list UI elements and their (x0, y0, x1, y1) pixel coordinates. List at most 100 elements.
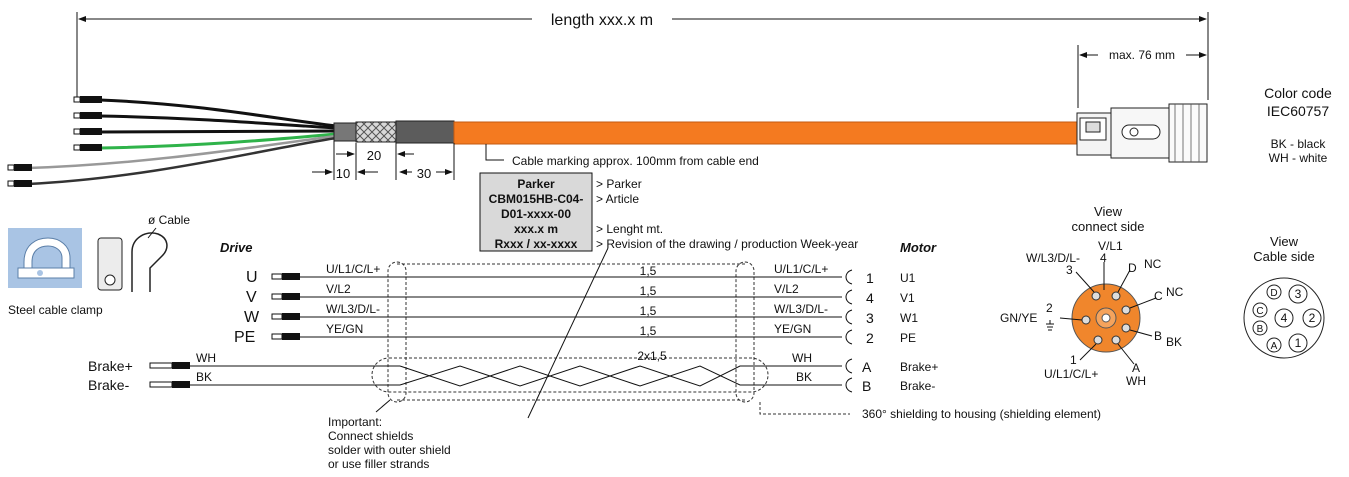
drive-brake-minus: Brake- (88, 377, 130, 393)
motor-brake-plus: Brake+ (900, 360, 938, 374)
wire-row-v: V V/L2 1,5 V/L2 4 V1 (246, 282, 915, 306)
cv-d: D (1128, 261, 1137, 275)
drive-u: U (246, 269, 258, 286)
motor-title: Motor (900, 240, 937, 255)
cable-pin-circle (1302, 308, 1322, 328)
shield-note: 360° shielding to housing (shielding ele… (862, 407, 1101, 421)
dim-10-label: 10 (336, 166, 350, 181)
label-note-length: > Lenght mt. (596, 222, 663, 236)
motor-u: U1 (900, 271, 916, 285)
color-code-title: Color code (1264, 85, 1332, 101)
cv-bk: BK (1166, 335, 1182, 349)
left-code-brake-minus: BK (196, 370, 212, 384)
color-code-standard: IEC60757 (1267, 103, 1329, 119)
label-line-2: CBM015HB-C04- (489, 192, 584, 206)
right-code-u: U/L1/C/L+ (774, 262, 828, 276)
pin-pe: 2 (866, 330, 874, 346)
cable-pin-label: D (1270, 288, 1277, 299)
left-code-brake-plus: WH (196, 351, 216, 365)
motor-brake-minus: Brake- (900, 379, 935, 393)
cv-pin2: 2 (1046, 301, 1053, 315)
right-code-brake-minus: BK (796, 370, 812, 384)
cable-pin-label: 1 (1295, 336, 1302, 350)
color-code-white: WH - white (1269, 151, 1328, 165)
cv-nc2: NC (1166, 285, 1184, 299)
cv-wl3: W/L3/D/L- (1026, 251, 1080, 265)
cable-marking-text: Cable marking approx. 100mm from cable e… (512, 154, 759, 168)
dim-30-label: 30 (417, 166, 431, 181)
cross-v: 1,5 (640, 284, 657, 298)
label-line-3: D01-xxxx-00 (501, 207, 571, 221)
cable-wires (7, 96, 337, 187)
cv-pin3: 3 (1066, 263, 1073, 277)
pin-w: 3 (866, 310, 874, 326)
motor-v: V1 (900, 291, 915, 305)
cable-pin-circle (1266, 337, 1282, 353)
clamp-cable-label: ø Cable (148, 213, 190, 227)
cable-marking-note: Cable marking approx. 100mm from cable e… (485, 144, 759, 168)
connect-side-view: View connect side V/L1 4 W/L3/D/L- 3 D N… (1000, 204, 1184, 388)
cross-w: 1,5 (640, 304, 657, 318)
cv-c: C (1154, 289, 1163, 303)
pin-brake-minus: B (862, 378, 871, 394)
wire-row-pe: PE YE/GN 1,5 YE/GN 2 PE (234, 322, 916, 346)
cv-vl1: V/L1 (1098, 239, 1123, 253)
connect-view-title-2: connect side (1072, 219, 1145, 234)
cable-sleeve (453, 121, 1080, 145)
cable-pin-label: 2 (1309, 311, 1316, 325)
connect-view-title-1: View (1094, 204, 1123, 219)
pin-v: 4 (866, 290, 874, 306)
cable-view-title-1: View (1270, 234, 1299, 249)
left-code-pe: YE/GN (326, 322, 363, 336)
drive-w: W (244, 309, 260, 326)
important-line-3: solder with outer shield (328, 443, 451, 457)
cable-pin-circle (1274, 308, 1294, 328)
cv-wh: WH (1126, 374, 1146, 388)
right-code-brake-plus: WH (792, 351, 812, 365)
length-dimension: length xxx.x m (76, 12, 1209, 100)
cross-u: 1,5 (640, 264, 657, 278)
connector-body (1076, 103, 1208, 163)
important-line-2: Connect shields (328, 429, 413, 443)
max-length-label: max. 76 mm (1109, 48, 1175, 62)
dim-20-label: 20 (367, 148, 381, 163)
cable-view-title-2: Cable side (1253, 249, 1314, 264)
pin-u: 1 (866, 270, 874, 286)
brake-cross: 2x1,5 (637, 349, 667, 363)
wire-row-brake-minus: Brake- BK BK B Brake- (88, 365, 935, 394)
important-line-1: Important: (328, 415, 382, 429)
cable-pin-circle (1288, 284, 1308, 304)
clamp-caption: Steel cable clamp (8, 303, 103, 317)
drive-pe: PE (234, 329, 255, 346)
length-label: length xxx.x m (551, 12, 653, 29)
cross-pe: 1,5 (640, 324, 657, 338)
motor-w: W1 (900, 311, 918, 325)
cv-pin1: 1 (1070, 353, 1077, 367)
important-line-4: or use filler strands (328, 457, 429, 471)
cable-pin-label: 4 (1281, 311, 1288, 325)
drive-title: Drive (220, 240, 253, 255)
cable-dimensions: 20 10 30 (312, 141, 455, 181)
label-note-revision: > Revision of the drawing / production W… (596, 237, 858, 251)
cv-pin4: 4 (1100, 251, 1107, 265)
label-note-parker: > Parker (596, 177, 642, 191)
right-code-w: W/L3/D/L- (774, 302, 828, 316)
cable-pin-label: C (1256, 306, 1263, 317)
cv-nc1: NC (1144, 257, 1162, 271)
cable-pin-circle (1288, 333, 1308, 353)
cable-pin-circle (1252, 320, 1268, 336)
cv-a: A (1132, 361, 1140, 375)
right-code-pe: YE/GN (774, 322, 811, 336)
left-code-v: V/L2 (326, 282, 351, 296)
label-note-article: > Article (596, 192, 639, 206)
max-length-dimension: max. 76 mm (1077, 45, 1207, 108)
cv-gnye: GN/YE (1000, 311, 1037, 325)
cv-b: B (1154, 329, 1162, 343)
right-code-v: V/L2 (774, 282, 799, 296)
left-code-w: W/L3/D/L- (326, 302, 380, 316)
cable-pin-circle (1252, 302, 1268, 318)
color-code-black: BK - black (1271, 137, 1327, 151)
cable-body (333, 120, 1080, 145)
